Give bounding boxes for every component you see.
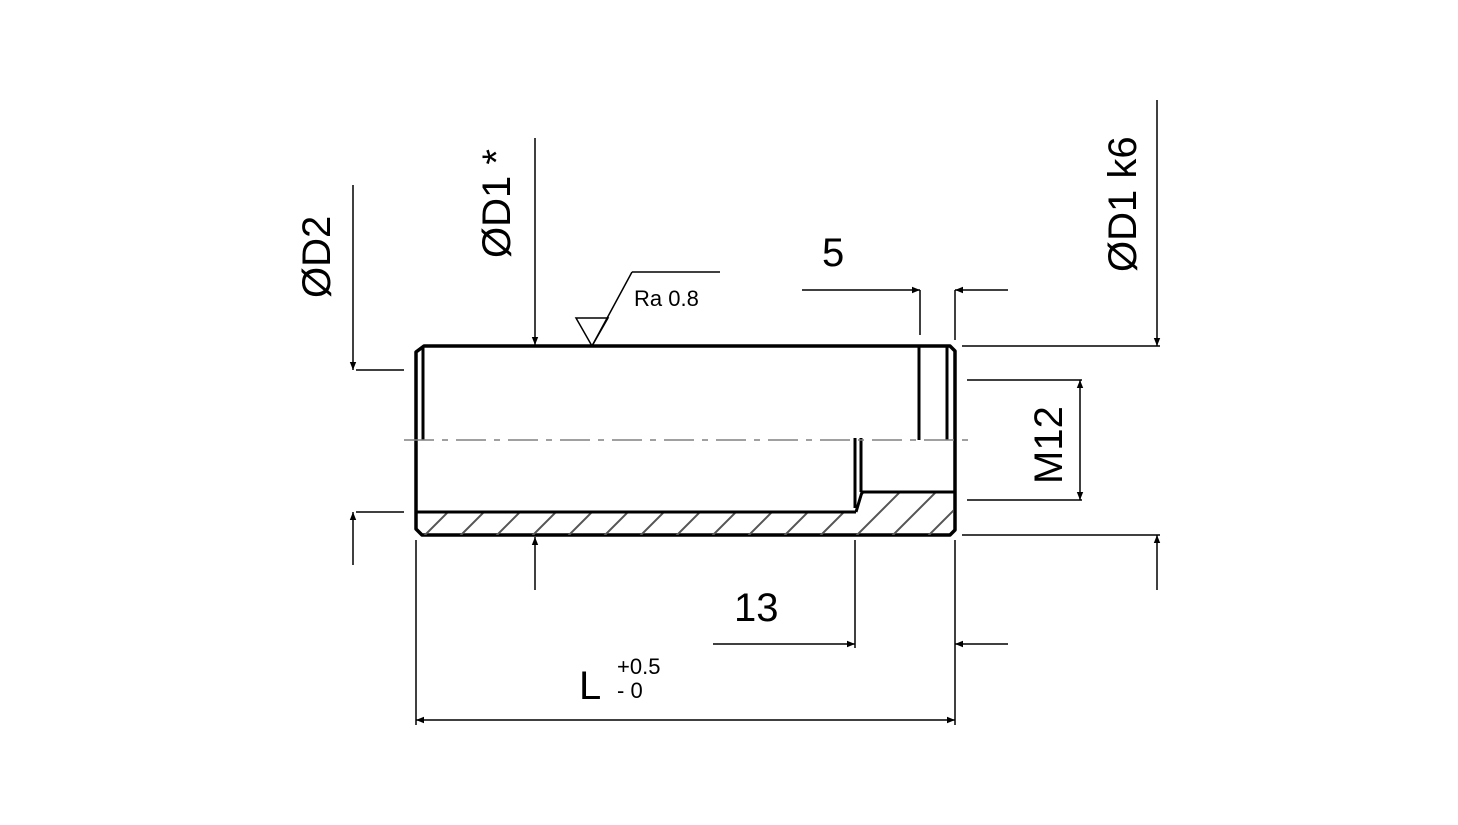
label-roughness: Ra 0.8 — [634, 286, 699, 311]
label-d1-star: ØD1 * — [475, 149, 519, 258]
section-hatch — [418, 492, 953, 535]
edge-lines — [421, 347, 949, 440]
label-dim-13: 13 — [734, 586, 779, 630]
label-d1-k6: ØD1 k6 — [1101, 136, 1145, 272]
label-thread-m12: M12 — [1027, 406, 1071, 484]
part-outline — [414, 344, 957, 537]
label-tol-upper: +0.5 — [617, 654, 660, 679]
label-tol-lower: - 0 — [617, 678, 643, 703]
label-length: L — [579, 664, 601, 708]
label-dim-5: 5 — [822, 231, 844, 275]
dimension-lines — [349, 100, 1161, 725]
section-lines — [416, 438, 955, 514]
label-d2: ØD2 — [295, 216, 339, 298]
